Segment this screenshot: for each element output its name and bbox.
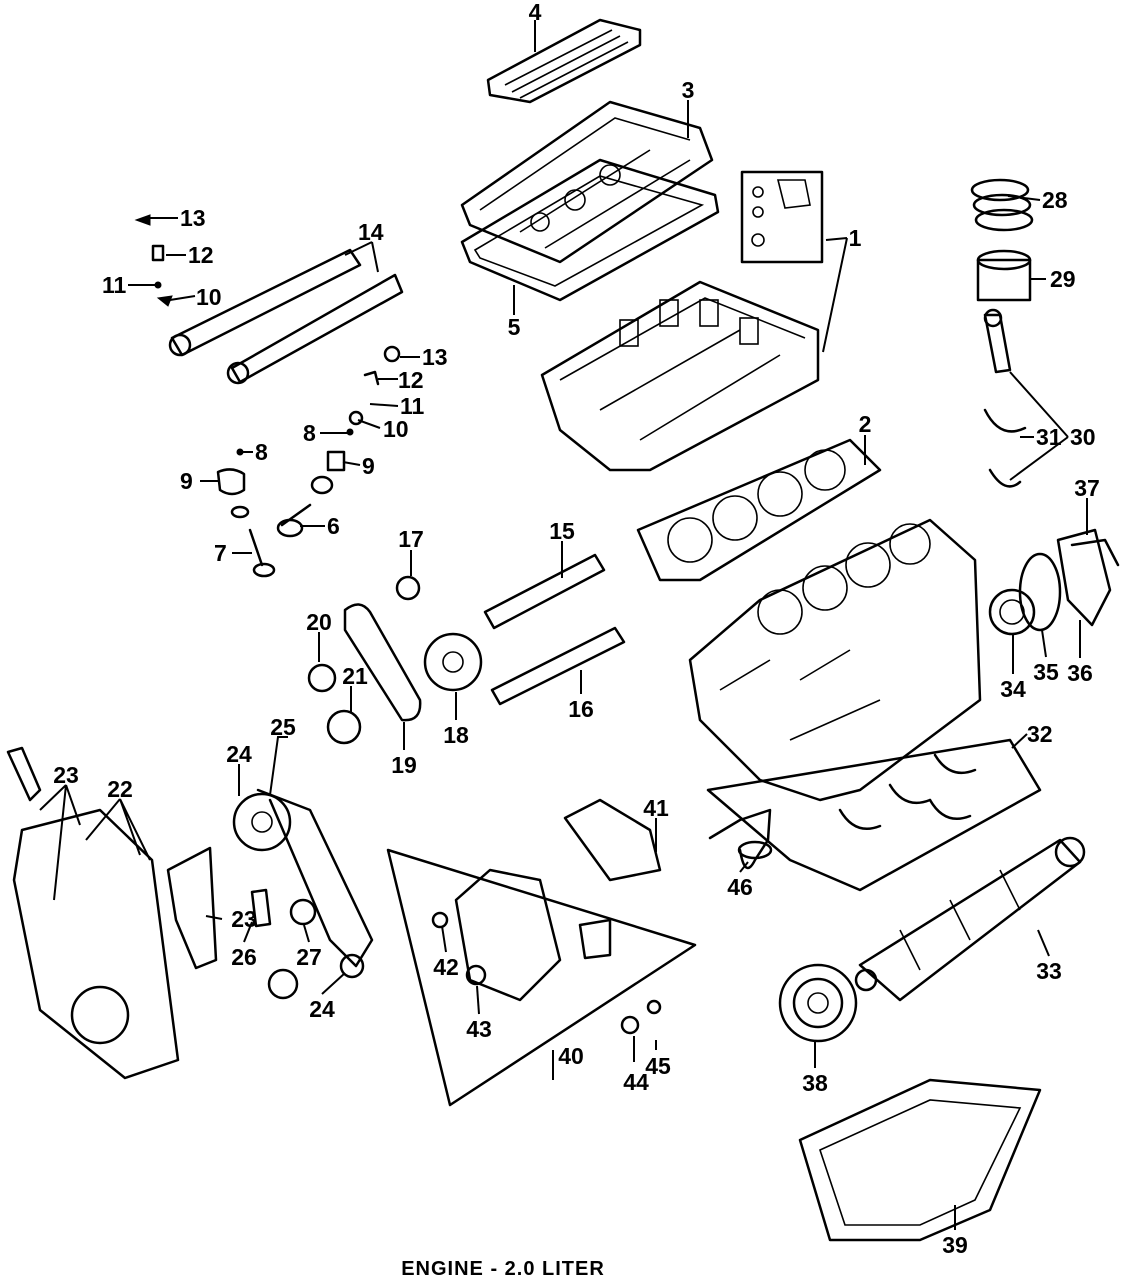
timing-covers xyxy=(6,746,218,1080)
callout-35: 35 xyxy=(1033,659,1059,685)
callout-5: 5 xyxy=(508,314,521,340)
piston xyxy=(976,249,1032,302)
callout-43: 43 xyxy=(466,1016,492,1042)
callout-24: 24 xyxy=(309,996,335,1022)
callout-23: 23 xyxy=(231,906,257,932)
callout-2: 2 xyxy=(859,411,872,437)
callout-15: 15 xyxy=(549,518,575,544)
callout-11: 11 xyxy=(400,393,425,419)
callout-20: 20 xyxy=(306,609,332,635)
callout-19: 19 xyxy=(391,752,417,778)
engine-block xyxy=(688,518,982,802)
callout-10: 10 xyxy=(196,284,222,310)
callout-9: 9 xyxy=(180,468,193,494)
head-gasket xyxy=(636,438,882,582)
callout-25: 25 xyxy=(270,714,296,740)
callout-33: 33 xyxy=(1036,958,1062,984)
leader-lines xyxy=(39,20,1088,1230)
callout-18: 18 xyxy=(443,722,469,748)
crank-pulley xyxy=(778,963,858,1043)
valve-cover xyxy=(460,100,714,264)
callout-30: 30 xyxy=(1070,424,1096,450)
callout-32: 32 xyxy=(1027,721,1053,747)
callout-27: 27 xyxy=(296,944,322,970)
callout-17: 17 xyxy=(398,526,424,552)
callout-36: 36 xyxy=(1067,660,1093,686)
callout-13: 13 xyxy=(422,344,448,370)
callout-3: 3 xyxy=(682,77,695,103)
callout-21: 21 xyxy=(342,663,368,689)
callout-12: 12 xyxy=(188,242,214,268)
callout-23: 23 xyxy=(53,762,79,788)
callout-37: 37 xyxy=(1074,475,1100,501)
callout-13: 13 xyxy=(180,205,206,231)
timing-belt xyxy=(232,788,374,1000)
cylinder-head xyxy=(540,170,824,472)
callout-45: 45 xyxy=(645,1053,671,1079)
rear-seal-parts xyxy=(988,528,1120,636)
callout-42: 42 xyxy=(433,954,459,980)
sprockets-and-belt xyxy=(307,603,483,745)
valve-train-parts xyxy=(134,214,401,578)
callout-14: 14 xyxy=(358,219,384,245)
oil-pan xyxy=(798,1078,1042,1242)
callout-28: 28 xyxy=(1042,187,1068,213)
main-bearings xyxy=(706,738,1042,892)
callout-31: 31 xyxy=(1036,424,1062,450)
callout-39: 39 xyxy=(942,1232,968,1258)
valve-cover-plate xyxy=(486,18,642,104)
cover-gasket xyxy=(460,158,720,302)
oil-pump-group xyxy=(386,848,697,1107)
callout-26: 26 xyxy=(231,944,257,970)
callout-10: 10 xyxy=(383,416,409,442)
piston-rings xyxy=(970,178,1034,232)
callout-12: 12 xyxy=(398,367,424,393)
callout-41: 41 xyxy=(643,795,669,821)
callout-29: 29 xyxy=(1050,266,1076,292)
callout-8: 8 xyxy=(303,420,316,446)
balance-shafts xyxy=(395,553,626,706)
camshafts xyxy=(168,248,404,385)
callout-22: 22 xyxy=(107,776,133,802)
callout-34: 34 xyxy=(1000,676,1026,702)
oil-pickup xyxy=(708,808,773,870)
callout-labels: 4 3 1 28 29 5 13 12 11 10 14 13 12 11 10… xyxy=(53,0,1100,1258)
callout-24: 24 xyxy=(226,741,252,767)
callout-11: 11 xyxy=(102,272,127,298)
diagram-caption: ENGINE - 2.0 LITER xyxy=(401,1258,605,1280)
callout-38: 38 xyxy=(802,1070,828,1096)
connecting-rod xyxy=(983,308,1012,374)
callout-4: 4 xyxy=(529,0,542,25)
callout-16: 16 xyxy=(568,696,594,722)
callout-7: 7 xyxy=(214,540,227,566)
callout-8: 8 xyxy=(255,439,268,465)
callout-46: 46 xyxy=(727,874,753,900)
callout-40: 40 xyxy=(558,1043,584,1069)
callout-6: 6 xyxy=(327,513,340,539)
callout-44: 44 xyxy=(623,1069,649,1095)
crankshaft xyxy=(854,836,1086,1002)
rod-bearings xyxy=(983,408,1027,488)
callout-1: 1 xyxy=(849,225,862,251)
callout-9: 9 xyxy=(362,453,375,479)
